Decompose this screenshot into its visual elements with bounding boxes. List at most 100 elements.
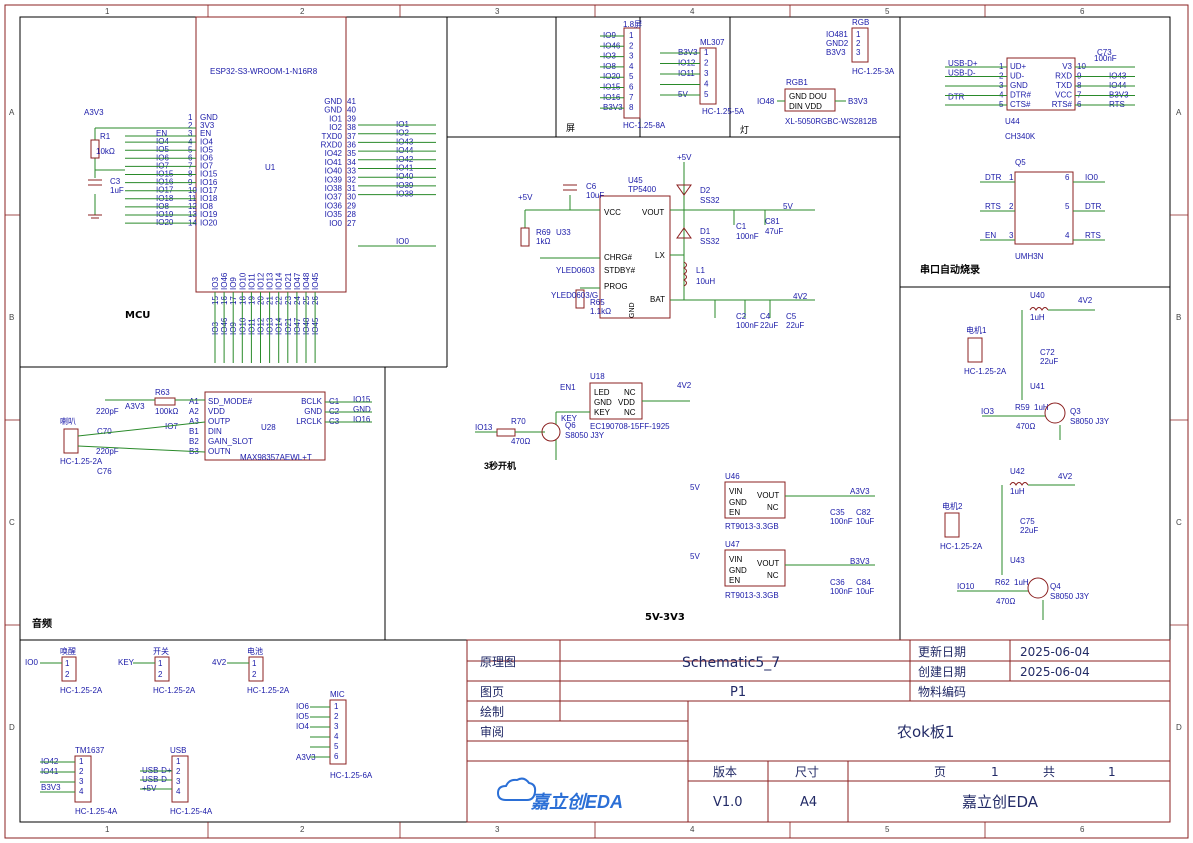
row-label: A (1176, 108, 1182, 117)
ch340-name: CH340K (1005, 132, 1036, 141)
u1-right-pin-num: 31 (347, 184, 356, 193)
c3-value: 1uF (110, 186, 124, 195)
tm1637-pin-num: 1 (79, 757, 84, 766)
c36-value: 100nF (830, 587, 853, 596)
q5-left-num: 3 (1009, 231, 1014, 240)
tp-pin-vout: VOUT (642, 208, 664, 217)
label-material: 物料编码 (918, 684, 966, 699)
u40-ref: U40 (1030, 291, 1045, 300)
r62-l: 1uH (1014, 578, 1029, 587)
u28-left-num: A2 (189, 407, 199, 416)
u1-bottom-pin: IO11 (247, 273, 256, 290)
usb-title: USB (170, 746, 186, 755)
m2-conn-title: 电机2 (942, 501, 963, 511)
page-no: 1 (991, 765, 999, 779)
m2-net-4v2: 4V2 (1058, 472, 1073, 481)
bottom-conn-title: 开关 (153, 646, 169, 656)
m2-net-in: IO10 (957, 582, 975, 591)
u28-left-num: B1 (189, 427, 199, 436)
u1-right-pin-num: 27 (347, 219, 356, 228)
col-label: 2 (300, 825, 305, 834)
mic-pin-num: 4 (334, 732, 339, 741)
u1-left-pin: IO16 (200, 178, 218, 187)
mic-pin-num: 5 (334, 742, 339, 751)
led2-name: YLED0603/G (551, 291, 598, 300)
u1-right-pin-num: 36 (347, 141, 356, 150)
mic-pin-net: IO5 (296, 712, 309, 721)
ch340-left-pin: UD- (1010, 72, 1025, 81)
u28-left-pin: OUTN (208, 447, 231, 456)
u18-pin-led: LED (594, 388, 610, 397)
u46-net-in: 5V (690, 483, 700, 492)
a3v3-net: A3V3 (84, 108, 104, 117)
c2-ref: C2 (736, 312, 747, 321)
u18-pin-nc2: NC (624, 408, 636, 417)
ch340-right-pin: VCC (1055, 91, 1072, 100)
u18-ref: U18 (590, 372, 605, 381)
screen-pin-num: 8 (629, 103, 634, 112)
c6-ref: C6 (586, 182, 597, 191)
c73-ref: C73 (1097, 48, 1112, 57)
bottom-conn-name: HC-1.25-2A (60, 686, 103, 695)
bottom-connectors: 唤醒IO0HC-1.25-2A12开关KEYHC-1.25-2A12电池4V2H… (25, 646, 290, 695)
ml307-pin-num: 5 (704, 90, 709, 99)
c35-ref: C35 (830, 508, 845, 517)
tm1637-title: TM1637 (75, 746, 105, 755)
bottom-conn-pin-num: 2 (252, 670, 257, 679)
rgb-led-pin1: GND DOU (789, 92, 827, 101)
tm1637-pin-num: 4 (79, 787, 84, 796)
screen-ref: 1.8屏 (623, 20, 642, 29)
c84-value: 10uF (856, 587, 874, 596)
u1-right-pin-num: 39 (347, 114, 356, 123)
create-date: 2025-06-04 (1020, 665, 1090, 679)
col-label: 4 (690, 825, 695, 834)
u1-right-pin-num: 29 (347, 201, 356, 210)
u1-ref: U1 (265, 163, 276, 172)
col-label: 6 (1080, 825, 1085, 834)
u42-value: 1uH (1010, 487, 1025, 496)
q5-left-net: EN (985, 231, 996, 240)
mic-pin-net: IO6 (296, 702, 309, 711)
rgb-conn-pin-net: B3V3 (826, 48, 846, 57)
row-label: B (1176, 313, 1181, 322)
speaker-title: 喇叭 (60, 416, 76, 426)
u47-ref: U47 (725, 540, 740, 549)
tp-pin-prog: PROG (604, 282, 628, 291)
mcu-left-wires (94, 127, 196, 215)
u28-right-pin: LRCLK (296, 417, 322, 426)
ml307-pin-num: 1 (704, 48, 709, 57)
u46-ref: U46 (725, 472, 740, 481)
u1-right-pin-num: 34 (347, 158, 356, 167)
led1-name: YLED0603 (556, 266, 595, 275)
u1-left-pin: IO17 (200, 186, 218, 195)
col-label: 3 (495, 825, 500, 834)
title-block (466, 639, 1171, 823)
tm1637-pin-num: 3 (79, 777, 84, 786)
u1-right-pin-num: 33 (347, 167, 356, 176)
rgb-conn-pin-net: IO481 (826, 30, 848, 39)
bottom-conn-body (248, 656, 264, 682)
q4-value: S8050 J3Y (1050, 592, 1090, 601)
u1-left-pin: IO15 (200, 170, 218, 179)
label-size: 尺寸 (795, 765, 819, 779)
bottom-conn-name: HC-1.25-2A (247, 686, 290, 695)
u1-right-pin: IO38 (325, 184, 343, 193)
u1-bottom-pin: IO48 (302, 272, 311, 290)
label-page-no: 页 (934, 765, 946, 779)
u1-bottom-pin: IO10 (238, 272, 247, 290)
title-block-text: 原理图 Schematic5_7 图页 P1 绘制 审阅 更新日期 2025-0… (480, 644, 1116, 811)
screen-pin-num: 3 (629, 52, 634, 61)
u18-name: EC190708-15FF-1925 (590, 422, 670, 431)
u1-right-pin: IO37 (325, 193, 343, 202)
logo-text: 嘉立创EDA (530, 792, 623, 812)
frame-labels: 1 2 3 4 5 6 1 2 3 4 5 6 A B C D A B C D (9, 7, 1182, 834)
r65-ref: R65 (590, 298, 605, 307)
u1-name: ESP32-S3-WROOM-1-N16R8 (210, 67, 318, 76)
company: 嘉立创EDA (962, 793, 1039, 811)
schematic-name: Schematic5_7 (682, 655, 780, 671)
c35-value: 100nF (830, 517, 853, 526)
u1-bottom-pin: IO14 (275, 272, 284, 290)
u28-left-pin: DIN (208, 427, 222, 436)
